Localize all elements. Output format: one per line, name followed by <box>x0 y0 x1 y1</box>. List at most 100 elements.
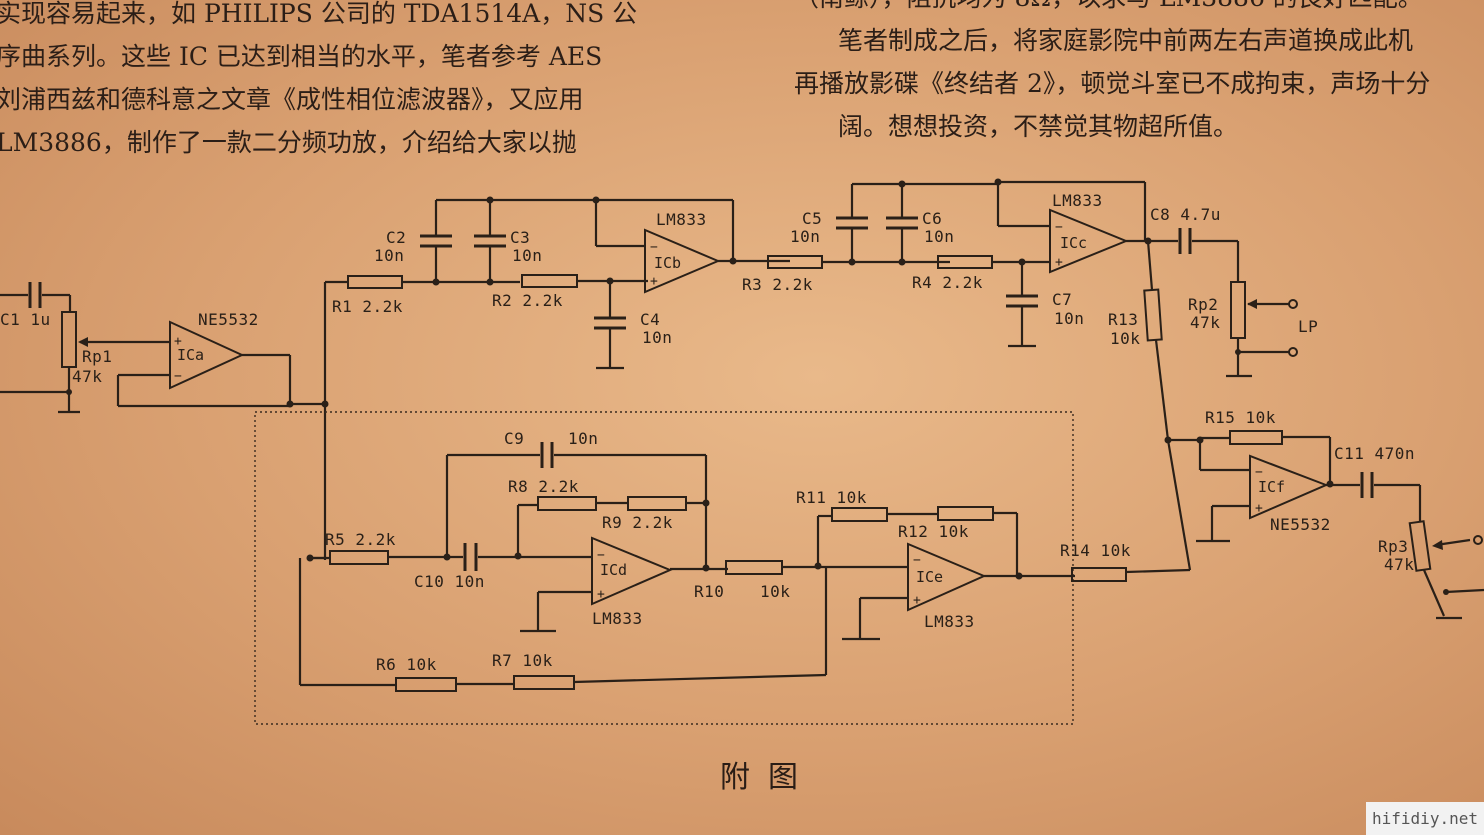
c3-value: 10n <box>512 246 542 265</box>
figure-caption: 附图 <box>720 760 816 795</box>
icc-type-label: LM833 <box>1052 191 1103 210</box>
article-text-left: 实现容易起来，如 PHILIPS 公司的 TDA1514A，NS 公 序曲系列。… <box>0 0 637 164</box>
rp2-potentiometer <box>1226 281 1298 378</box>
r12-resistor <box>937 506 1019 575</box>
r5-label: R5 2.2k <box>325 530 396 549</box>
r5-resistor <box>306 550 463 565</box>
c4-label: C4 <box>640 310 660 329</box>
c2-value: 10n <box>374 246 404 265</box>
icb-opamp <box>594 200 790 294</box>
icb-label: ICb <box>654 254 681 272</box>
c7-capacitor <box>1006 262 1038 348</box>
icc-plus-sign: + <box>1055 255 1063 270</box>
icb-plus-sign: + <box>650 274 658 289</box>
c8-label: C8 4.7u <box>1150 205 1221 224</box>
ice-label: ICe <box>916 568 943 586</box>
rp1-potentiometer <box>0 311 170 414</box>
r9-resistor <box>627 496 710 511</box>
r11-label: R11 10k <box>796 488 867 507</box>
r15-label: R15 10k <box>1205 408 1276 427</box>
ice-plus-sign: + <box>913 593 921 608</box>
r10-resistor <box>725 560 908 575</box>
r10-label: R10 <box>694 582 724 601</box>
rp2-value: 47k <box>1190 313 1220 332</box>
rp1-label: Rp1 <box>82 347 112 366</box>
c3-label: C3 <box>510 228 530 247</box>
rp3-label: Rp3 <box>1378 537 1408 556</box>
site-watermark: hifidiy.net <box>1366 802 1484 835</box>
r6-label: R6 10k <box>376 655 437 674</box>
c7-label: C7 <box>1052 290 1072 309</box>
c11-label: C11 470n <box>1334 444 1415 463</box>
article-text-right: （南鲸），阻抗均为 8Ω，以求与 LM3886 的良好匹配。 笔者制成之后，将家… <box>794 0 1430 148</box>
r3-resistor <box>767 255 950 269</box>
c4-capacitor <box>594 281 626 370</box>
c5-label: C5 <box>802 209 822 228</box>
c2-label: C2 <box>386 228 406 247</box>
c1-label: C1 1u <box>0 310 51 329</box>
c2-capacitor <box>420 200 452 286</box>
icf-label: ICf <box>1258 478 1285 496</box>
article-line: 再播放影碟《终结者 2》，顿觉斗室已不成拘束，声场十分 <box>794 69 1431 98</box>
c5-capacitor <box>836 184 868 262</box>
icb-type-label: LM833 <box>656 210 707 229</box>
r6-resistor <box>298 558 514 692</box>
article-line: 实现容易起来，如 PHILIPS 公司的 TDA1514A，NS 公 <box>0 0 638 28</box>
c6-capacitor <box>886 180 918 262</box>
ica-opamp <box>116 320 329 408</box>
article-line: 阔。想想投资，不禁觉其物超所值。 <box>838 112 1239 141</box>
c6-value: 10n <box>924 227 954 246</box>
icf-type-label: NE5532 <box>1270 515 1331 534</box>
r9-label: R9 2.2k <box>602 513 673 532</box>
icc-opamp <box>996 182 1178 274</box>
article-line: 序曲系列。这些 IC 已达到相当的水平，笔者参考 AES <box>0 42 603 71</box>
lp-output-label: LP <box>1298 317 1318 336</box>
article-line: （南鲸），阻抗均为 8Ω，以求与 LM3886 的良好匹配。 <box>794 0 1430 19</box>
r4-resistor <box>937 255 1050 269</box>
ice-minus-sign: − <box>913 553 921 568</box>
ica-minus-sign: − <box>174 369 182 384</box>
r7-label: R7 10k <box>492 651 553 670</box>
icd-plus-sign: + <box>597 587 605 602</box>
c9-capacitor <box>445 442 708 566</box>
icc-minus-sign: − <box>1055 220 1063 235</box>
c1-capacitor <box>0 282 72 312</box>
ica-plus-sign: + <box>174 334 182 349</box>
rp1-value: 47k <box>72 367 102 386</box>
c4-value: 10n <box>642 328 672 347</box>
r4-label: R4 2.2k <box>912 273 983 292</box>
r13-label: R13 <box>1108 310 1138 329</box>
r8-label: R8 2.2k <box>508 477 579 496</box>
ice-type-label: LM833 <box>924 612 975 631</box>
icf-opamp <box>1164 430 1360 543</box>
r7-resistor <box>513 566 828 690</box>
article-line: 笔者制成之后，将家庭影院中前两左右声道换成此机 <box>838 26 1414 55</box>
r1-resistor <box>325 275 520 289</box>
icb-minus-sign: − <box>650 240 658 255</box>
r12-label: R12 10k <box>898 522 969 541</box>
icf-minus-sign: − <box>1255 465 1263 480</box>
r3-label: R3 2.2k <box>742 275 813 294</box>
article-line: 刘浦西兹和德科意之文章《成性相位滤波器》，又应用 <box>0 85 584 114</box>
icd-opamp <box>520 536 728 633</box>
r13-value: 10k <box>1110 329 1140 348</box>
r8-resistor <box>516 496 628 556</box>
r10-value: 10k <box>760 582 790 601</box>
icd-label: ICd <box>600 561 627 579</box>
ica-type-label: NE5532 <box>198 310 259 329</box>
ica-label: ICa <box>177 346 204 364</box>
r11-resistor <box>816 507 938 566</box>
icd-minus-sign: − <box>597 548 605 563</box>
rp3-potentiometer <box>1408 520 1484 620</box>
c10-label: C10 10n <box>414 572 485 591</box>
c10-capacitor <box>463 543 592 571</box>
rp3-value: 47k <box>1384 555 1414 574</box>
r14-resistor <box>1071 567 1191 582</box>
icd-type-label: LM833 <box>592 609 643 628</box>
c7-value: 10n <box>1054 309 1084 328</box>
r14-label: R14 10k <box>1060 541 1131 560</box>
c11-capacitor <box>1360 472 1422 522</box>
r2-resistor <box>521 274 648 288</box>
article-line: LM3886，制作了一款二分频功放，介绍给大家以抛 <box>0 128 577 157</box>
